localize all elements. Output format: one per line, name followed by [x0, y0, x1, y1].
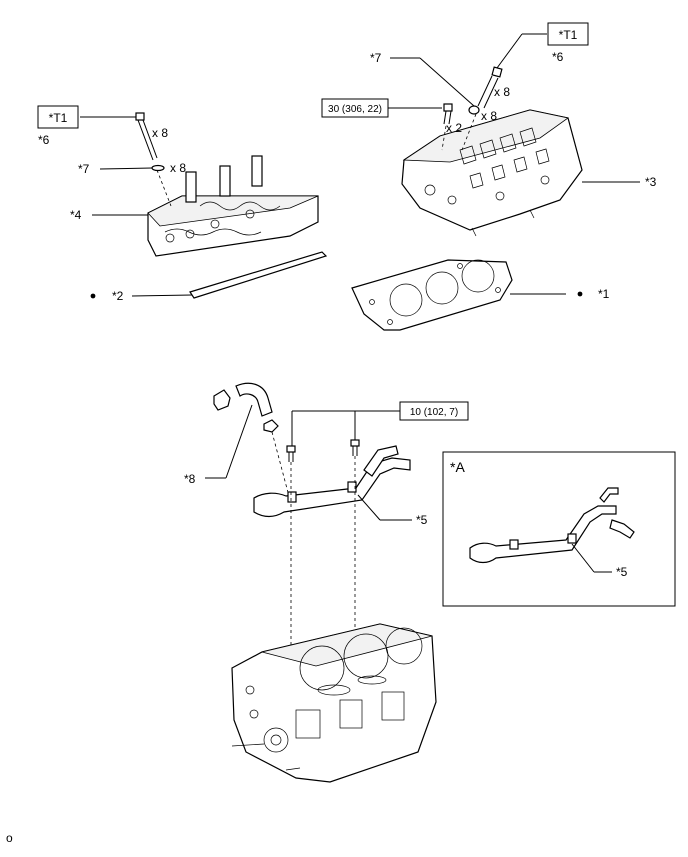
left-washer — [151, 164, 165, 172]
left-washer-qty: x 8 — [170, 161, 186, 175]
cylinder-block — [231, 623, 437, 783]
callout-7-left: *7 — [78, 162, 90, 176]
t1-right-label: *T1 — [559, 28, 578, 42]
t1-left-box — [37, 105, 79, 129]
callout-4: *4 — [70, 208, 82, 222]
t1-right-box — [547, 22, 589, 46]
pipe-bolt-torque: 10 (102, 7) — [410, 407, 458, 418]
right-small-bolt — [441, 103, 453, 151]
bullet-mark-left — [90, 293, 96, 299]
callout-6-left: *6 — [38, 133, 50, 147]
inset-bypass-pipe — [469, 487, 635, 564]
callout-3: *3 — [645, 175, 657, 189]
torque-box-head — [321, 98, 389, 118]
right-small-bolt-qty: x 2 — [446, 121, 462, 135]
right-bolt-qty: x 8 — [494, 85, 510, 99]
left-cylinder-head — [147, 155, 319, 257]
callout-6-right: *6 — [552, 50, 564, 64]
leader-lines — [80, 33, 640, 573]
callout-5-main: *5 — [416, 513, 428, 527]
water-hose — [235, 382, 273, 417]
right-head-gasket — [351, 259, 513, 331]
left-bolt-qty: x 8 — [152, 126, 168, 140]
inset-title: *A — [450, 459, 465, 475]
callout-2: *2 — [112, 289, 124, 303]
callout-1: *1 — [598, 287, 610, 301]
inset-frame — [442, 451, 676, 607]
hose-clamp-upper — [213, 389, 231, 411]
right-head-bolt — [461, 66, 503, 151]
hose-clamp-lower — [263, 419, 279, 433]
right-washer-qty: x 8 — [481, 109, 497, 123]
callout-7-right: *7 — [370, 51, 382, 65]
head-bolt-torque: 30 (306, 22) — [328, 104, 382, 115]
right-cylinder-head — [401, 109, 583, 237]
water-bypass-pipe — [253, 445, 411, 518]
footer-mark: o — [6, 831, 13, 845]
pipe-bolt-left — [286, 445, 296, 462]
callout-5-inset: *5 — [616, 565, 628, 579]
bullet-mark-right — [577, 291, 583, 297]
t1-left-label: *T1 — [49, 111, 68, 125]
torque-box-pipe — [399, 401, 469, 421]
pipe-bolt-right — [350, 439, 360, 456]
left-head-gasket — [189, 251, 328, 299]
callout-8: *8 — [184, 472, 196, 486]
right-washer — [468, 105, 480, 115]
